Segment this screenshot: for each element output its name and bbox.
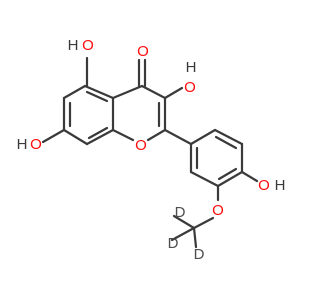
double-bond	[214, 135, 238, 150]
bond	[146, 128, 167, 142]
bond	[163, 86, 184, 100]
bond	[213, 128, 244, 146]
bond	[83, 84, 115, 100]
double-bond	[217, 167, 238, 181]
bond	[41, 128, 66, 144]
bond	[170, 226, 196, 242]
atom-label-hydrogen: H	[68, 37, 79, 54]
bond	[111, 128, 135, 142]
double-bond	[87, 126, 109, 140]
atom-label-hydrogen: H	[275, 177, 286, 194]
bond	[172, 214, 196, 230]
bond	[189, 128, 217, 146]
bond	[192, 216, 215, 230]
atom-label-deuterium: D	[175, 204, 186, 221]
bond	[140, 84, 167, 100]
atom-label-oxygen: O	[82, 37, 94, 54]
bond	[111, 84, 144, 100]
bond	[62, 128, 89, 146]
atom-label-oxygen: O	[258, 177, 270, 194]
atom-label-oxygen: O	[184, 79, 196, 96]
bond	[189, 170, 220, 188]
bond	[85, 128, 115, 146]
bond-lines	[41, 56, 259, 249]
atom-labels: O H O H O O H O O H O D D D	[17, 37, 286, 263]
atom-label-deuterium: D	[194, 246, 205, 263]
atom-label-oxygen: O	[30, 136, 42, 153]
bond	[192, 226, 198, 249]
double-bond	[85, 90, 109, 103]
atom-label-deuterium: D	[168, 235, 179, 252]
bond	[240, 170, 259, 183]
atom-label-hydrogen: H	[186, 59, 197, 76]
atom-label-hydrogen: H	[17, 136, 28, 153]
atom-label-oxygen: O	[135, 137, 147, 154]
bond	[216, 170, 244, 188]
atom-label-oxygen: O	[212, 202, 224, 219]
bond	[62, 84, 87, 100]
bond	[163, 128, 193, 146]
molecule-structure-diagram: O H O H O O H O O H O D D D	[17, 37, 286, 263]
atom-label-oxygen: O	[137, 43, 149, 60]
